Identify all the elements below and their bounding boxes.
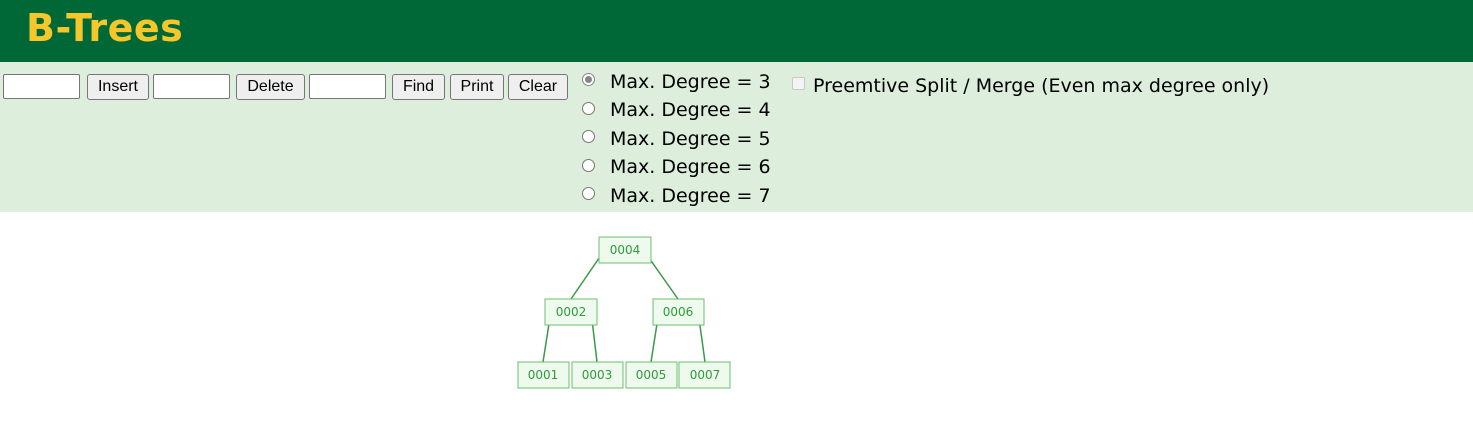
app-header: B-Trees <box>0 0 1473 62</box>
tree-node-leaf <box>517 361 570 389</box>
tree-node-root-label: 0004 <box>610 243 641 257</box>
control-panel: Insert Delete Find Print Clear Max. Degr… <box>0 62 1473 212</box>
tree-canvas: 0004 0002 0006 0001 0003 0005 0007 <box>0 212 1473 442</box>
tree-node-root <box>598 236 652 264</box>
tree-node-internal-right <box>652 298 705 326</box>
degree-5-label[interactable]: Max. Degree = 5 <box>610 128 771 150</box>
degree-4-radio[interactable] <box>582 102 595 115</box>
degree-7-radio[interactable] <box>582 187 595 200</box>
page-title: B-Trees <box>26 6 184 50</box>
clear-button[interactable]: Clear <box>508 74 568 100</box>
tree-node-internal-left-label: 0002 <box>556 305 587 319</box>
degree-3-label[interactable]: Max. Degree = 3 <box>610 71 771 93</box>
degree-4-label[interactable]: Max. Degree = 4 <box>610 99 771 121</box>
delete-button[interactable]: Delete <box>236 74 305 100</box>
tree-node-internal-right-label: 0006 <box>663 305 694 319</box>
preemptive-split-checkbox[interactable] <box>792 77 805 90</box>
degree-5-radio[interactable] <box>582 130 595 143</box>
find-button[interactable]: Find <box>392 74 445 100</box>
print-button[interactable]: Print <box>450 74 504 100</box>
degree-6-radio[interactable] <box>582 159 595 172</box>
tree-node-leaf <box>625 361 678 389</box>
insert-button[interactable]: Insert <box>87 74 149 100</box>
tree-node-leaf-label: 0003 <box>582 368 613 382</box>
tree-node-leaf-label: 0005 <box>636 368 667 382</box>
btree-diagram: 0004 0002 0006 0001 0003 0005 0007 <box>517 236 731 389</box>
find-input[interactable] <box>309 74 386 99</box>
degree-7-label[interactable]: Max. Degree = 7 <box>610 185 771 207</box>
degree-6-label[interactable]: Max. Degree = 6 <box>610 156 771 178</box>
degree-3-radio[interactable] <box>582 73 595 86</box>
insert-input[interactable] <box>3 74 80 99</box>
tree-node-internal-left <box>544 298 598 326</box>
tree-node-leaf-label: 0007 <box>690 368 721 382</box>
tree-node-leaf <box>678 361 731 389</box>
tree-node-leaf <box>571 361 624 389</box>
preemptive-split-label: Preemtive Split / Merge (Even max degree… <box>813 75 1270 97</box>
tree-node-leaf-label: 0001 <box>528 368 559 382</box>
delete-input[interactable] <box>153 74 230 99</box>
